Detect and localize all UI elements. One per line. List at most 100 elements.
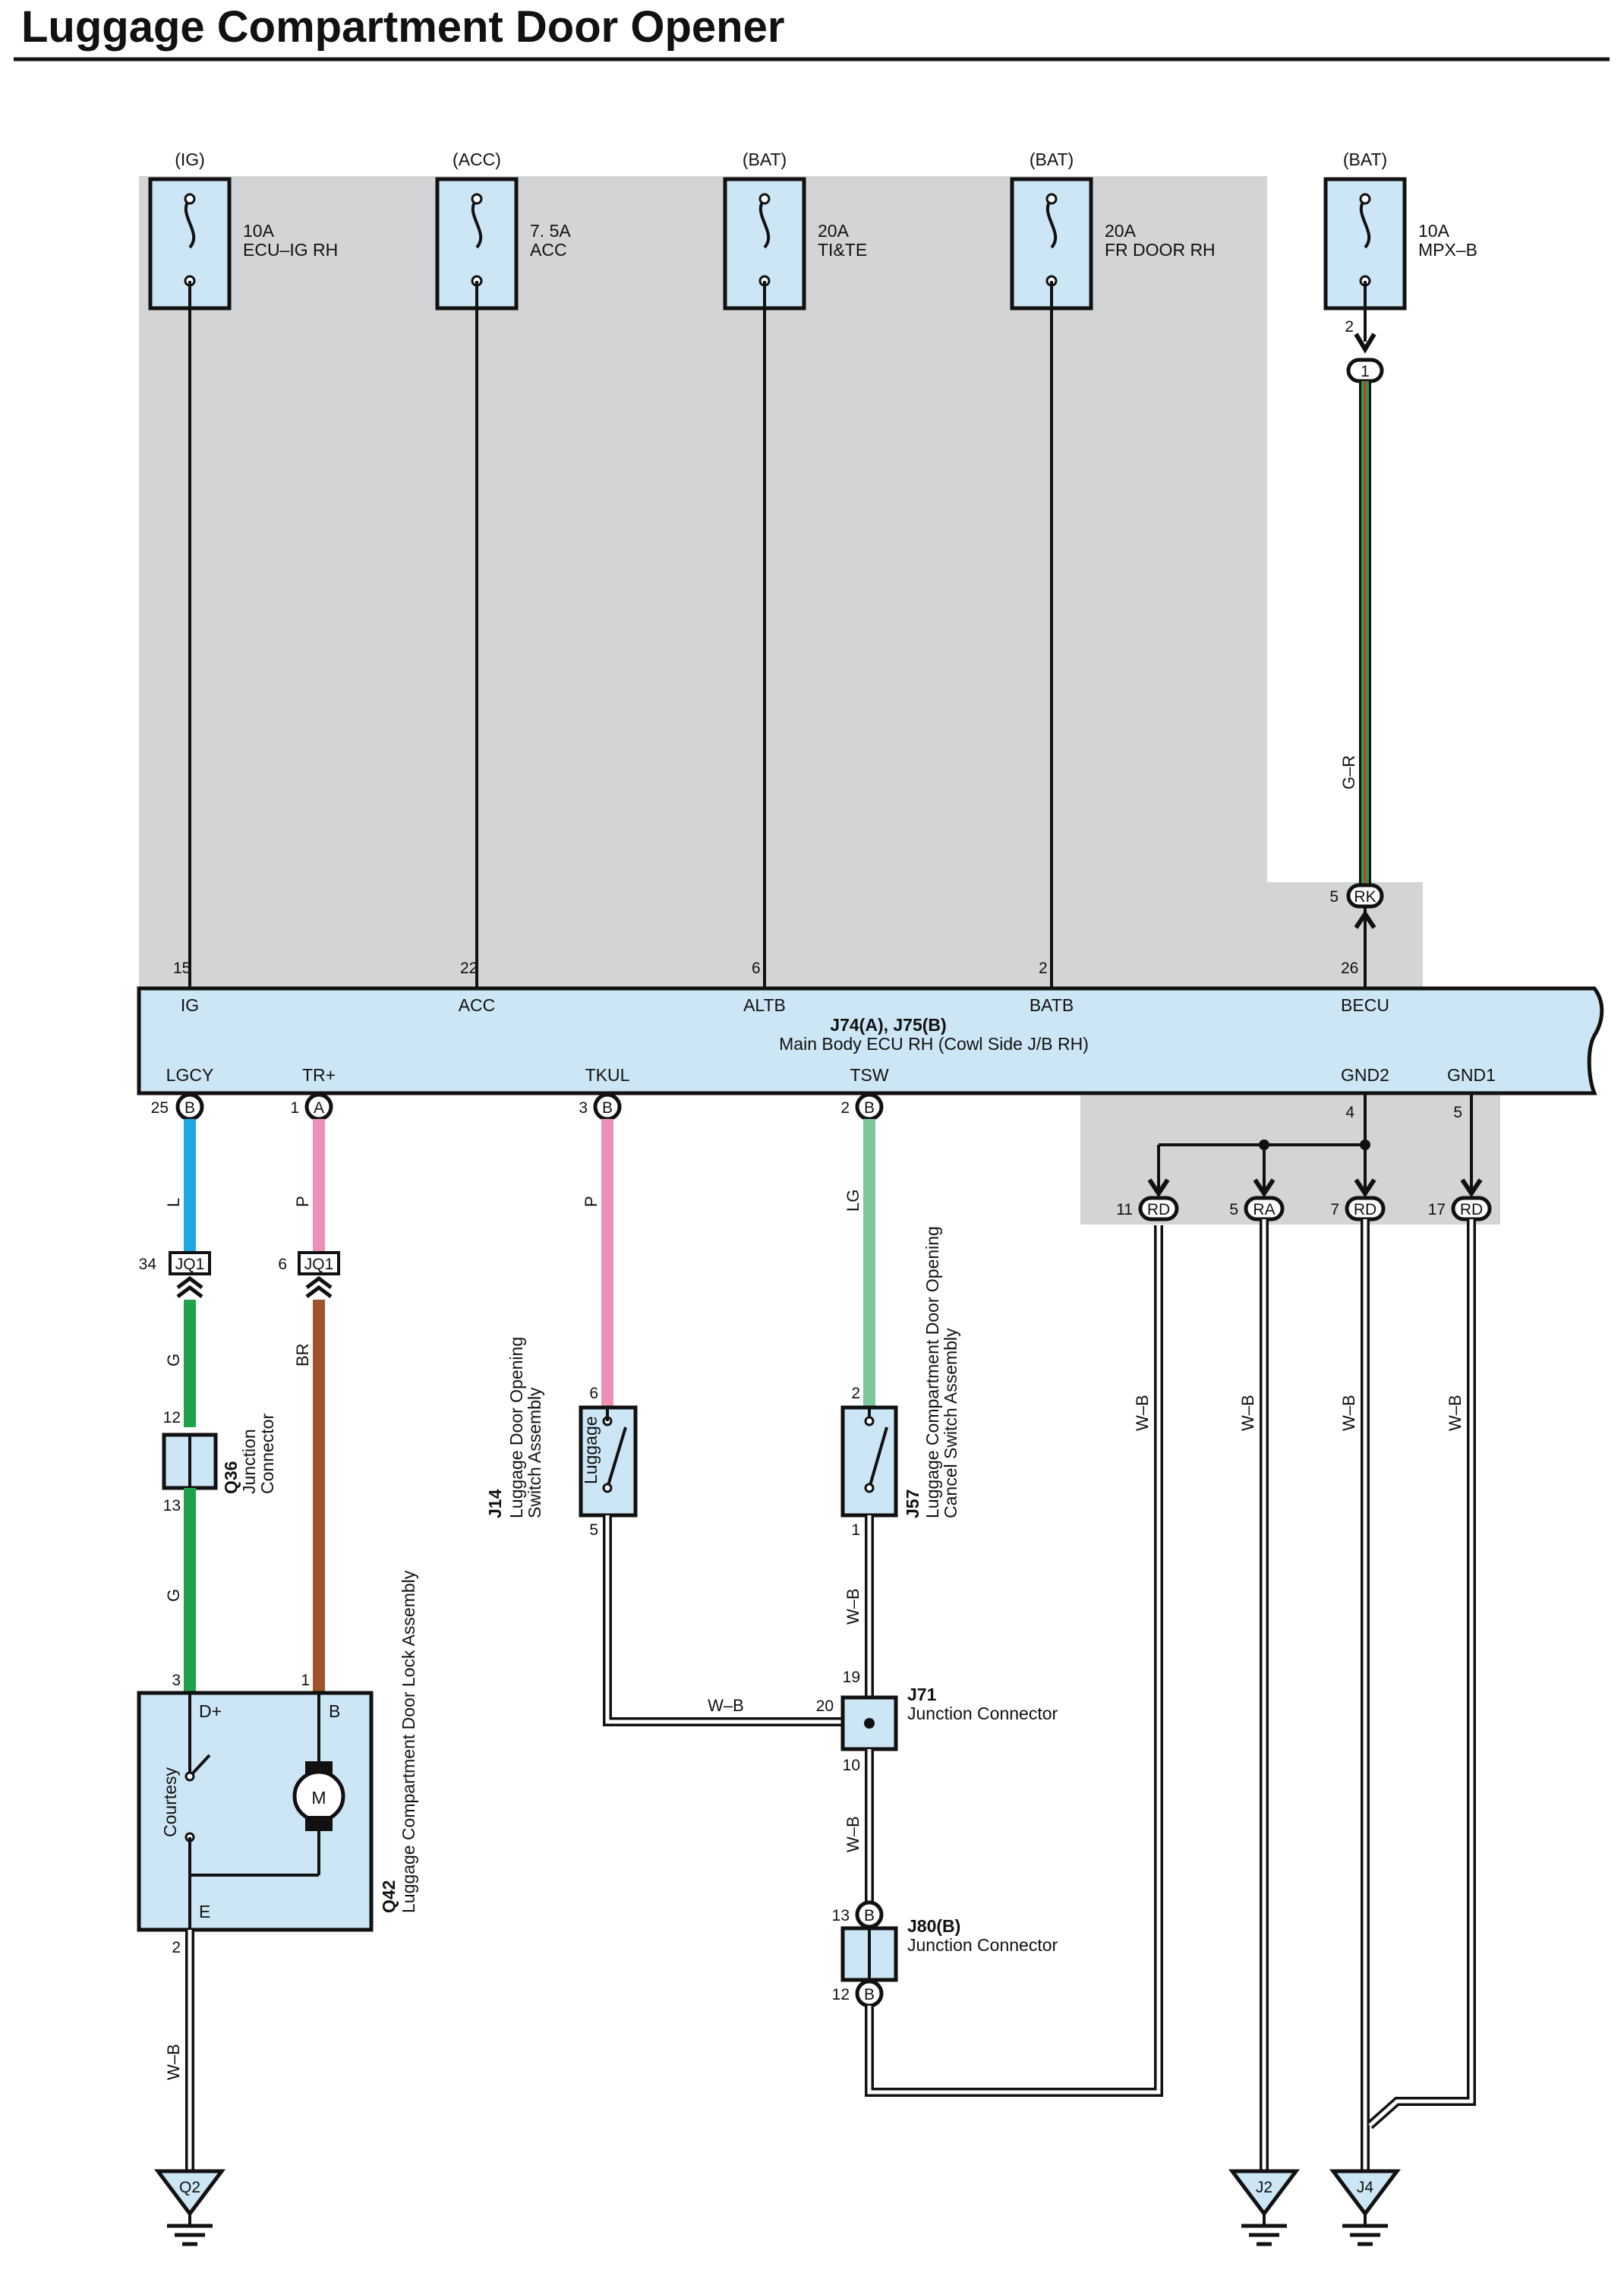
j14-line1: Luggage Door Opening — [506, 1337, 526, 1518]
tr-pin: 1 — [290, 1099, 299, 1117]
j80-conn-top: B — [864, 1907, 875, 1924]
ground-conn-pin: 11 — [1116, 1201, 1133, 1218]
j57-line2: Cancel Switch Assembly — [941, 1328, 960, 1518]
gnd1-pin: 5 — [1453, 1104, 1462, 1121]
fuse-name: FR DOOR RH — [1105, 240, 1216, 260]
fuse-rating: 10A — [243, 221, 275, 241]
tkul-pin: 3 — [579, 1099, 588, 1117]
lgcy-conn-letter: B — [184, 1099, 195, 1117]
q36-id: Q36 — [221, 1461, 241, 1494]
j14-id: J14 — [485, 1489, 505, 1518]
fuse-acc: (ACC) 7. 5A ACC — [435, 150, 571, 310]
tr-plus-branch: A 1 P JQ1 6 BR — [278, 1092, 340, 1693]
ecu-top-pin-26: 26 — [1341, 960, 1358, 977]
wire-l — [184, 1119, 196, 1253]
fuse-panel-area — [139, 176, 1267, 996]
wire-p-tr — [313, 1119, 325, 1253]
ecu-id: J74(A), J75(B) — [830, 1015, 946, 1035]
ground-j4: J4 — [1329, 2169, 1401, 2246]
fuse-source: (BAT) — [1030, 150, 1074, 169]
j71-id: J71 — [907, 1685, 937, 1704]
fuse-source: (BAT) — [743, 150, 787, 169]
wire-code-g: G — [164, 1354, 183, 1366]
ground-conn-pin: 7 — [1330, 1201, 1339, 1218]
ground-conn-label: RA — [1253, 1201, 1275, 1218]
ground-label: Q2 — [179, 2179, 200, 2196]
ecu-terminal-altb: ALTB — [743, 995, 786, 1015]
wire-code-p: P — [293, 1196, 312, 1207]
ecu-terminal-lgcy: LGCY — [166, 1065, 214, 1085]
wire-g-lower — [184, 1488, 196, 1693]
wire-code-w-b-j14: W–B — [708, 1696, 744, 1715]
q42-door-lock-assembly: 3 1 D+ B E Courtesy M Q42 Luggage Compar… — [137, 1570, 418, 2171]
j80-pin-bottom: 12 — [832, 1986, 850, 2003]
q42-pin-e: 2 — [172, 1939, 181, 1956]
main-body-ecu: 15 IG 22 ACC 6 ALTB 2 BATB 26 BECU J74(A… — [137, 960, 1604, 1095]
wire-code-w-b: W–B — [164, 2044, 183, 2080]
wire-code-g-r: G–R — [1339, 755, 1358, 790]
wire-lg — [863, 1119, 875, 1407]
tkul-conn-letter: B — [602, 1099, 613, 1117]
fuse-rating: 20A — [1105, 221, 1137, 241]
wire-code-lg: LG — [844, 1190, 862, 1212]
q36-pin-top: 12 — [163, 1409, 181, 1426]
fuse-source: (BAT) — [1343, 150, 1387, 169]
j80-id: J80(B) — [907, 1916, 960, 1936]
ground-j2: J2 — [1228, 2169, 1300, 2246]
wire-code-w-b-17: W–B — [1446, 1395, 1465, 1431]
wire-code-g-2: G — [164, 1589, 183, 1602]
wire-code-w-b-j57: W–B — [844, 1588, 862, 1625]
j71-pin-top: 19 — [843, 1669, 860, 1686]
ground-conn-label: RD — [1354, 1201, 1376, 1218]
fuse-rating: 7. 5A — [530, 221, 571, 241]
q42-terminal-dp: D+ — [199, 1701, 222, 1721]
q42-switch-label: Courtesy — [160, 1767, 180, 1837]
ecu-terminal-ig: IG — [181, 995, 199, 1015]
q36-pin-bottom: 13 — [163, 1497, 181, 1515]
ecu-terminal-tsw: TSW — [850, 1065, 888, 1085]
jq1-pin: 34 — [139, 1256, 157, 1273]
lgcy-branch: B 25 L JQ1 34 G 12 Q36 Junction Connecto… — [139, 1092, 277, 1693]
ecu-top-pin-2: 2 — [1039, 960, 1048, 977]
lgcy-pin: 25 — [151, 1099, 169, 1117]
j57-line1: Luggage Compartment Door Opening — [922, 1226, 942, 1518]
jq1-label: JQ1 — [304, 1256, 334, 1273]
j71-pin-bottom: 10 — [843, 1757, 860, 1774]
ecu-name: Main Body ECU RH (Cowl Side J/B RH) — [779, 1034, 1089, 1054]
wire-code-w-b-7: W–B — [1339, 1395, 1358, 1431]
j14-line2: Switch Assembly — [525, 1387, 544, 1518]
ground-connector-rd-7: 7 RD W–B — [1330, 1196, 1386, 2171]
mpx-b-wire: 2 1 G–R RK 5 — [1329, 281, 1384, 988]
j71-name: Junction Connector — [907, 1704, 1058, 1723]
j57-pin-bottom: 1 — [851, 1521, 860, 1539]
q42-terminal-b: B — [329, 1701, 340, 1721]
mpx-pin-in: 2 — [1345, 318, 1354, 336]
ecu-terminal-tkul: TKUL — [585, 1065, 630, 1085]
rk-pin: 5 — [1329, 888, 1339, 906]
ground-bus: 4 5 — [1147, 1093, 1483, 1198]
j14-switch-label: Luggage — [581, 1416, 601, 1484]
fuse-name: ACC — [530, 240, 567, 260]
tsw-branch: B 2 LG 2 — [840, 1092, 884, 1407]
ecu-terminal-acc: ACC — [459, 995, 496, 1015]
q42-name: Luggage Compartment Door Lock Assembly — [399, 1570, 418, 1913]
ground-label: J4 — [1357, 2179, 1374, 2196]
ground-conn-label: RD — [1460, 1201, 1483, 1218]
wire-code-l: L — [164, 1198, 183, 1207]
fuse-to-ecu-wires — [188, 281, 1053, 988]
fuse-name: ECU–IG RH — [243, 240, 338, 260]
ground-connector-rd-11: 11 RD W–B — [1116, 1196, 1179, 1431]
j57-cancel-switch: J57 Luggage Compartment Door Opening Can… — [840, 1226, 960, 1697]
ecu-top-pin-22: 22 — [460, 960, 478, 977]
ground-label: J2 — [1256, 2179, 1272, 2196]
j80-conn-bottom: B — [864, 1986, 875, 2003]
wire-g-upper — [184, 1300, 196, 1427]
wire-code-p-2: P — [582, 1196, 601, 1207]
gnd2-pin: 4 — [1345, 1104, 1354, 1121]
j14-luggage-switch: Luggage J14 Luggage Door Opening Switch … — [485, 1337, 843, 1726]
ground-q2: Q2 — [154, 2169, 225, 2246]
j14-pin-bottom: 5 — [589, 1521, 598, 1539]
q36-line1: Junction — [239, 1429, 259, 1494]
wire-code-w-b-5: W–B — [1238, 1395, 1257, 1431]
jq1-connector-6 — [298, 1251, 340, 1275]
